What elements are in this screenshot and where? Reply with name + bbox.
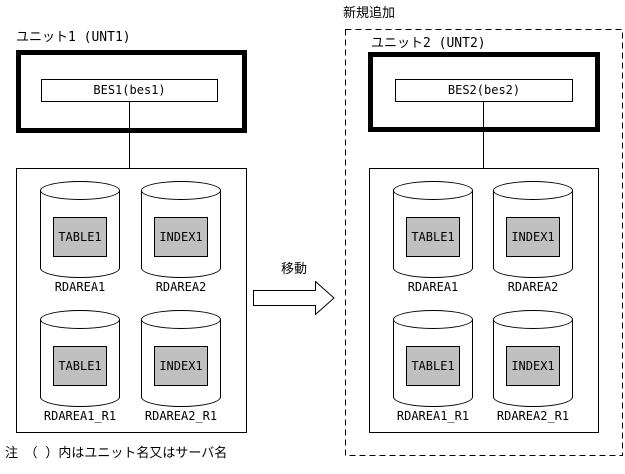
unit2-connector-line xyxy=(483,102,484,168)
rdarea-cylinder: TABLE1 RDAREA1 xyxy=(40,181,120,294)
unit1-connector-line xyxy=(129,102,130,168)
move-label: 移動 xyxy=(280,262,307,277)
cylinder-top xyxy=(40,181,120,200)
bes1-server-box: BES1(bes1) xyxy=(41,79,218,102)
unit2-label: ユニット2 (UNT2) xyxy=(371,36,486,51)
rdarea-label: RDAREA1_R1 xyxy=(396,409,470,423)
cylinder-top xyxy=(141,181,221,200)
cylinder-top xyxy=(493,181,573,200)
cylinder-top xyxy=(141,310,221,329)
rdarea-object: INDEX1 xyxy=(154,217,208,257)
unit1-label: ユニット1 (UNT1) xyxy=(16,30,131,45)
rdarea-label: RDAREA2 xyxy=(507,280,559,294)
cylinder-top xyxy=(393,310,473,329)
bes2-server-box: BES2(bes2) xyxy=(395,79,573,102)
new-addition-dashed-box xyxy=(345,29,623,456)
note-text: 注 （ ）内はユニット名又はサーバ名 xyxy=(5,446,228,461)
rdarea-cylinder: INDEX1 RDAREA2 xyxy=(141,181,221,294)
new-addition-label: 新規追加 xyxy=(343,6,396,21)
cylinder-top xyxy=(393,181,473,200)
rdarea-cylinder: INDEX1 RDAREA2_R1 xyxy=(493,310,573,423)
rdarea-object: INDEX1 xyxy=(154,346,208,386)
rdarea-object: TABLE1 xyxy=(53,346,107,386)
rdarea-label: RDAREA1_R1 xyxy=(43,409,117,423)
rdarea-label: RDAREA2_R1 xyxy=(496,409,570,423)
rdarea-cylinder: INDEX1 RDAREA2_R1 xyxy=(141,310,221,423)
rdarea-cylinder: TABLE1 RDAREA1_R1 xyxy=(40,310,120,423)
rdarea-label: RDAREA1 xyxy=(54,280,106,294)
move-arrow-icon xyxy=(253,281,335,315)
cylinder-top xyxy=(493,310,573,329)
rdarea-label: RDAREA2_R1 xyxy=(144,409,218,423)
rdarea-cylinder: TABLE1 RDAREA1_R1 xyxy=(393,310,473,423)
rdarea-object: TABLE1 xyxy=(53,217,107,257)
rdarea-object: TABLE1 xyxy=(406,217,460,257)
rdarea-label: RDAREA1 xyxy=(407,280,459,294)
rdarea-label: RDAREA2 xyxy=(155,280,207,294)
rdarea-cylinder: INDEX1 RDAREA2 xyxy=(493,181,573,294)
rdarea-object: INDEX1 xyxy=(506,217,560,257)
rdarea-object: TABLE1 xyxy=(406,346,460,386)
rdarea-cylinder: TABLE1 RDAREA1 xyxy=(393,181,473,294)
cylinder-top xyxy=(40,310,120,329)
rdarea-object: INDEX1 xyxy=(506,346,560,386)
